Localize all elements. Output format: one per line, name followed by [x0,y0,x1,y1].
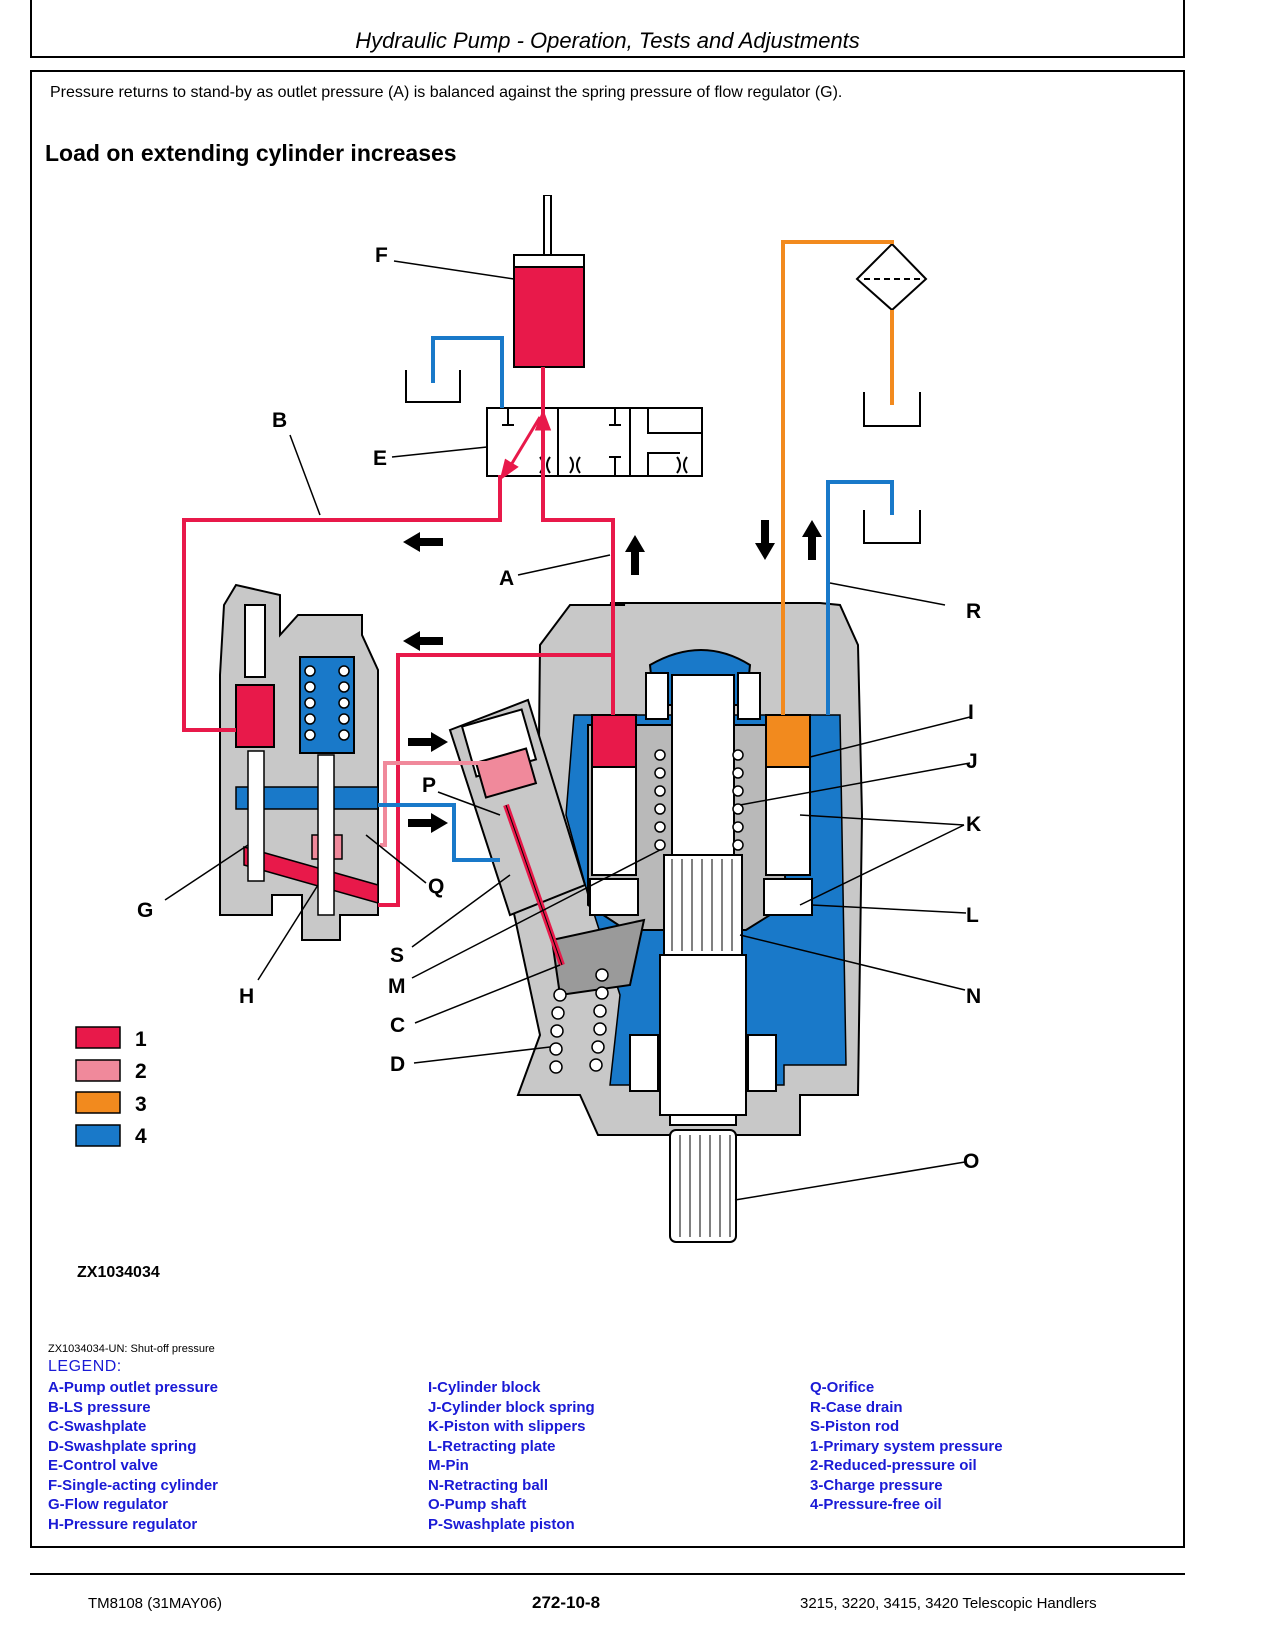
section-heading: Load on extending cylinder increases [45,140,457,166]
color-key-swatch-3 [75,1091,121,1114]
control-valve [486,407,703,477]
callout-i: I [968,701,974,724]
color-key-label-2: 2 [135,1060,147,1083]
callout-s: S [390,944,404,967]
regulator-block [219,583,379,941]
callout-q: Q [428,875,444,898]
legend-item: Q-Orifice [810,1379,875,1396]
legend-item: O-Pump shaft [428,1496,527,1513]
legend-item: F-Single-acting cylinder [48,1476,219,1494]
callout-f: F [375,244,388,267]
color-key-swatch-2 [75,1059,121,1082]
footer-doc-id: TM8108 (31MAY06) [88,1595,222,1612]
valve-flow-arrows [499,408,552,481]
filter-symbol [855,242,928,312]
color-key-label-4: 4 [135,1125,147,1148]
legend-item: C-Swashplate [48,1418,147,1435]
page-header-title: Hydraulic Pump - Operation, Tests and Ad… [355,28,860,53]
callout-r: R [966,600,981,623]
legend-item: M-Pin [428,1457,469,1474]
callout-c: C [390,1014,405,1037]
single-acting-cylinder [513,195,585,368]
callout-o: O [963,1150,979,1173]
footer-product: 3215, 3220, 3415, 3420 Telescopic Handle… [800,1595,1097,1612]
legend-item: D-Swashplate spring [48,1437,197,1455]
callout-j: J [966,750,978,773]
footer-rule [30,1573,1185,1575]
callout-g: G [137,899,153,922]
legend-column-3: Q-Orifice R-Case drain S-Piston rod 1-Pr… [810,1378,1003,1515]
color-key-swatch-4 [75,1124,121,1147]
callout-h: H [239,985,254,1008]
legend-item: N-Retracting ball [428,1476,549,1494]
content-frame [30,70,1185,1548]
legend-heading: LEGEND: [48,1358,122,1375]
legend-item: E-Control valve [48,1457,159,1474]
legend-item: 4-Pressure-free oil [810,1496,942,1513]
legend-item: 1-Primary system pressure [810,1437,1003,1455]
legend-column-1: A-Pump outlet pressure B-LS pressure C-S… [48,1378,218,1534]
legend-item: R-Case drain [810,1398,903,1416]
legend-item: J-Cylinder block spring [428,1398,595,1416]
legend-column-2: I-Cylinder block J-Cylinder block spring… [428,1378,595,1534]
callout-k: K [966,813,981,836]
callout-labels: F E B A R I J K L N O P Q G H S M C D [137,244,981,1173]
callout-a: A [499,567,514,590]
color-key-label-1: 1 [135,1028,147,1051]
intro-text: Pressure returns to stand-by as outlet p… [50,84,843,101]
legend-item: 2-Reduced-pressure oil [810,1457,977,1474]
color-key-swatch-1 [75,1026,121,1049]
flow-direction-arrows [403,520,822,833]
callout-b: B [272,409,287,432]
figure-id: ZX1034034 [77,1264,160,1281]
legend-item: G-Flow regulator [48,1496,168,1513]
legend-item: P-Swashplate piston [428,1515,575,1533]
legend-item: A-Pump outlet pressure [48,1379,219,1396]
legend-item: L-Retracting plate [428,1437,556,1455]
callout-leaders [164,260,971,1201]
callout-l: L [966,904,979,927]
legend-item: I-Cylinder block [428,1379,541,1396]
color-key: 1 2 3 4 [75,1026,147,1148]
legend-item: 3-Charge pressure [810,1476,943,1494]
callout-n: N [966,985,981,1008]
hydraulic-lines [182,240,894,907]
callout-m: M [388,975,406,998]
legend-item: B-LS pressure [48,1398,151,1416]
callout-p: P [422,774,436,797]
legend-item: S-Piston rod [810,1418,900,1435]
hydraulic-schematic: F E B A R I J K L N O P Q G H S M C D 1 … [75,195,981,1243]
figure-caption: ZX1034034-UN: Shut-off pressure [48,1343,215,1355]
callout-d: D [390,1053,405,1076]
pump-housing [448,602,864,1243]
color-key-label-3: 3 [135,1093,147,1116]
tank-symbols [405,370,921,544]
header-box: Hydraulic Pump - Operation, Tests and Ad… [30,0,1185,58]
legend-item: H-Pressure regulator [48,1515,198,1533]
legend-item: K-Piston with slippers [428,1418,586,1435]
callout-e: E [373,447,387,470]
footer-page-number: 272-10-8 [532,1593,601,1612]
